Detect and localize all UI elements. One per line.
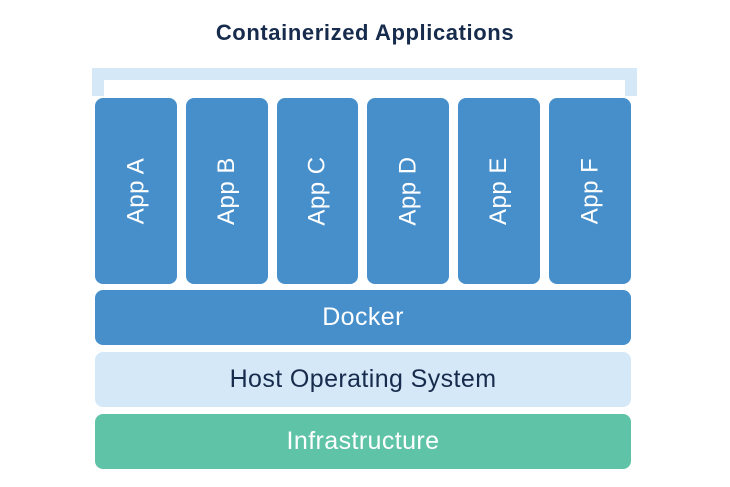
app-label-a: App A (121, 157, 149, 225)
page-title: Containerized Applications (215, 20, 515, 45)
app-column-b: App B (185, 98, 268, 284)
app-label-e: App E (485, 157, 513, 225)
layer-infrastructure-label: Infrastructure (286, 427, 440, 455)
app-column-d: App D (367, 98, 450, 284)
app-label-c: App C (303, 156, 331, 226)
app-column-e: App E (458, 98, 541, 284)
app-label-d: App D (394, 156, 422, 226)
app-column-c: App C (276, 98, 359, 284)
layer-docker: Docker (95, 290, 631, 345)
app-label-f: App F (576, 157, 604, 225)
app-column-f: App F (549, 98, 631, 284)
layer-host-operating-system: Host Operating System (95, 352, 631, 407)
layer-infrastructure: Infrastructure (95, 414, 631, 469)
layer-host-os-label: Host Operating System (229, 365, 497, 393)
app-label-b: App B (212, 157, 240, 225)
containers-group-bracket (92, 68, 637, 96)
app-column-a: App A (95, 98, 177, 284)
layer-docker-label: Docker (322, 303, 404, 331)
app-columns-row: App A App B App C App D App E App F (95, 98, 631, 284)
